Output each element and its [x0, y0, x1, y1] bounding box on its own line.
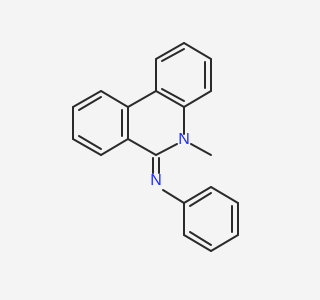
- bond: [155, 42, 185, 60]
- bond: [183, 42, 212, 60]
- bond: [155, 143, 178, 156]
- bond: [162, 189, 185, 204]
- bond: [183, 186, 212, 204]
- bond: [155, 90, 185, 108]
- bond: [210, 186, 239, 204]
- bond: [183, 234, 212, 252]
- bond: [72, 138, 102, 156]
- chemical-structure-diagram: N N: [72, 42, 239, 252]
- bond: [189, 192, 212, 207]
- ring-nitrogen-label: N: [178, 131, 190, 148]
- atom-labels: N N: [150, 131, 190, 189]
- bond: [161, 48, 185, 62]
- bond-layer: [72, 42, 239, 252]
- imine-nitrogen-label: N: [150, 172, 162, 189]
- bond: [78, 135, 102, 150]
- bond: [210, 234, 239, 252]
- bond: [72, 90, 102, 108]
- bond: [78, 96, 102, 111]
- bond: [189, 231, 212, 246]
- bond: [190, 143, 212, 156]
- bond: [161, 88, 185, 102]
- bond: [100, 90, 129, 108]
- bond: [127, 90, 157, 108]
- molecule-canvas: N N: [72, 42, 239, 252]
- bond: [127, 138, 157, 156]
- bond: [183, 90, 212, 108]
- bond: [100, 138, 129, 156]
